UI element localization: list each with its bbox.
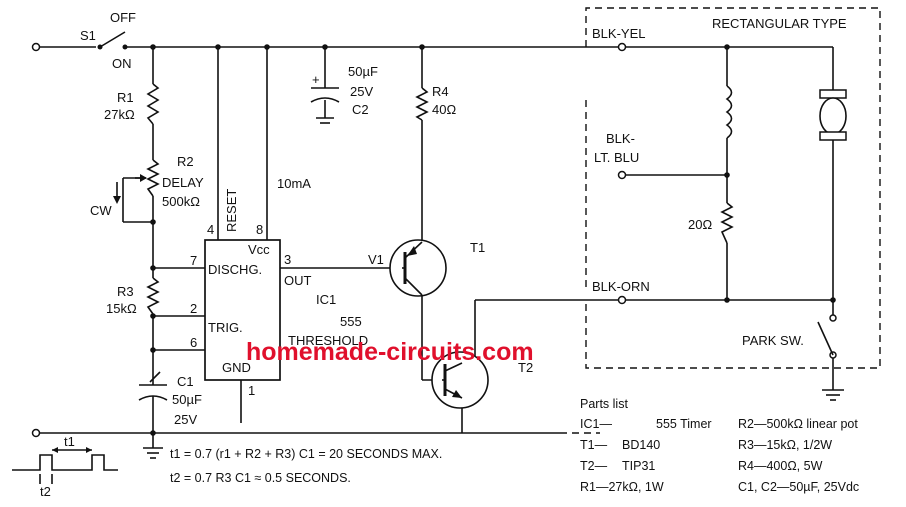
- label-pin6: 6: [190, 335, 197, 350]
- timing-waveform: [12, 447, 118, 484]
- parts-right-1: R3—15kΩ, 1/2W: [738, 438, 832, 452]
- label-c1: C1: [177, 374, 194, 389]
- label-off: OFF: [110, 10, 136, 25]
- parts-left-3-name: R1—27kΩ, 1W: [580, 480, 664, 494]
- parts-left-2-value: TIP31: [622, 459, 655, 473]
- label-r3-value: 15kΩ: [106, 301, 137, 316]
- label-r4: R4: [432, 84, 449, 99]
- label-on: ON: [112, 56, 132, 71]
- label-blk-orn: BLK-ORN: [592, 279, 650, 294]
- field-coil: [725, 85, 733, 139]
- label-ic1: IC1: [316, 292, 336, 307]
- parts-right-0: R2—500kΩ linear pot: [738, 417, 858, 431]
- label-blk: BLK-: [606, 131, 635, 146]
- label-pin4: 4: [207, 222, 214, 237]
- label-vcc: Vcc: [248, 242, 270, 257]
- label-trig: TRIG.: [208, 320, 243, 335]
- rectangular-type-box: [585, 7, 881, 369]
- transistor-t1: [389, 239, 447, 297]
- label-r2: R2: [177, 154, 194, 169]
- label-r2-value: 500kΩ: [162, 194, 200, 209]
- label-t2: T2: [518, 360, 533, 375]
- label-v1: V1: [368, 252, 384, 267]
- label-cw: CW: [90, 203, 112, 218]
- label-r1-value: 27kΩ: [104, 107, 135, 122]
- terminals: [31, 42, 837, 438]
- park-switch: [817, 321, 834, 356]
- park-ground: [822, 389, 844, 401]
- label-c2-volt: 25V: [350, 84, 373, 99]
- parts-list: Parts list IC1— 555 Timer T1— BD140 T2— …: [580, 397, 859, 494]
- label-pin8: 8: [256, 222, 263, 237]
- parts-right-2: R4—400Ω, 5W: [738, 459, 823, 473]
- motor: [819, 89, 847, 141]
- label-park-sw: PARK SW.: [742, 333, 804, 348]
- resistor-r2-pot: [113, 159, 160, 204]
- parts-left-1-value: BD140: [622, 438, 660, 452]
- label-r1: R1: [117, 90, 134, 105]
- label-pin1: 1: [248, 383, 255, 398]
- ground-symbol: [143, 447, 163, 459]
- label-c2-value: 50µF: [348, 64, 378, 79]
- label-current: 10mA: [277, 176, 311, 191]
- switch-s1: [97, 31, 128, 50]
- resistor-r1: [146, 83, 160, 125]
- watermark: homemade-circuits.com: [246, 338, 534, 366]
- parts-left-1-name: T1—: [580, 438, 608, 452]
- parts-left-0-value: 555 Timer: [656, 417, 712, 431]
- parts-left-2-name: T2—: [580, 459, 608, 473]
- label-pin3: 3: [284, 252, 291, 267]
- label-r3: R3: [117, 284, 134, 299]
- label-c1-volt: 25V: [174, 412, 197, 427]
- label-pin2: 2: [190, 301, 197, 316]
- label-threshold: THRESHOLD: [288, 333, 368, 348]
- transistor-t2: [431, 351, 489, 409]
- label-chip: 555: [340, 314, 362, 329]
- label-pin7: 7: [190, 253, 197, 268]
- parts-right-3: C1, C2—50µF, 25Vdc: [738, 480, 859, 494]
- label-delay: DELAY: [162, 175, 204, 190]
- label-s1: S1: [80, 28, 96, 43]
- resistor-20ohm: [720, 202, 734, 244]
- junction-dots: [150, 44, 836, 436]
- label-t1: T1: [470, 240, 485, 255]
- equation-t1: t1 = 0.7 (r1 + R2 + R3) C1 = 20 SECONDS …: [170, 447, 442, 461]
- label-out: OUT: [284, 273, 312, 288]
- svg-text:+: +: [312, 72, 320, 87]
- label-blk-yel: BLK-YEL: [592, 26, 645, 41]
- resistor-r3: [146, 277, 160, 315]
- label-rectangular-type: RECTANGULAR TYPE: [712, 16, 847, 31]
- label-lt-blu: LT. BLU: [594, 150, 639, 165]
- label-c1-value: 50µF: [172, 392, 202, 407]
- label-wave-t2: t2: [40, 484, 51, 499]
- parts-list-title: Parts list: [580, 397, 628, 411]
- label-wave-t1: t1: [64, 434, 75, 449]
- label-20ohm: 20Ω: [688, 217, 712, 232]
- label-reset: RESET: [224, 189, 239, 232]
- capacitor-c1: [138, 371, 168, 415]
- label-c2: C2: [352, 102, 369, 117]
- equation-t2: t2 = 0.7 R3 C1 ≈ 0.5 SECONDS.: [170, 471, 351, 485]
- ic1-555-body: [204, 239, 281, 381]
- label-r4-value: 40Ω: [432, 102, 456, 117]
- parts-left-0-name: IC1—: [580, 417, 612, 431]
- resistor-r4: [415, 87, 429, 121]
- label-discharge: DISCHG.: [208, 262, 262, 277]
- label-gnd: GND: [222, 360, 251, 375]
- capacitor-c2: +: [310, 72, 340, 124]
